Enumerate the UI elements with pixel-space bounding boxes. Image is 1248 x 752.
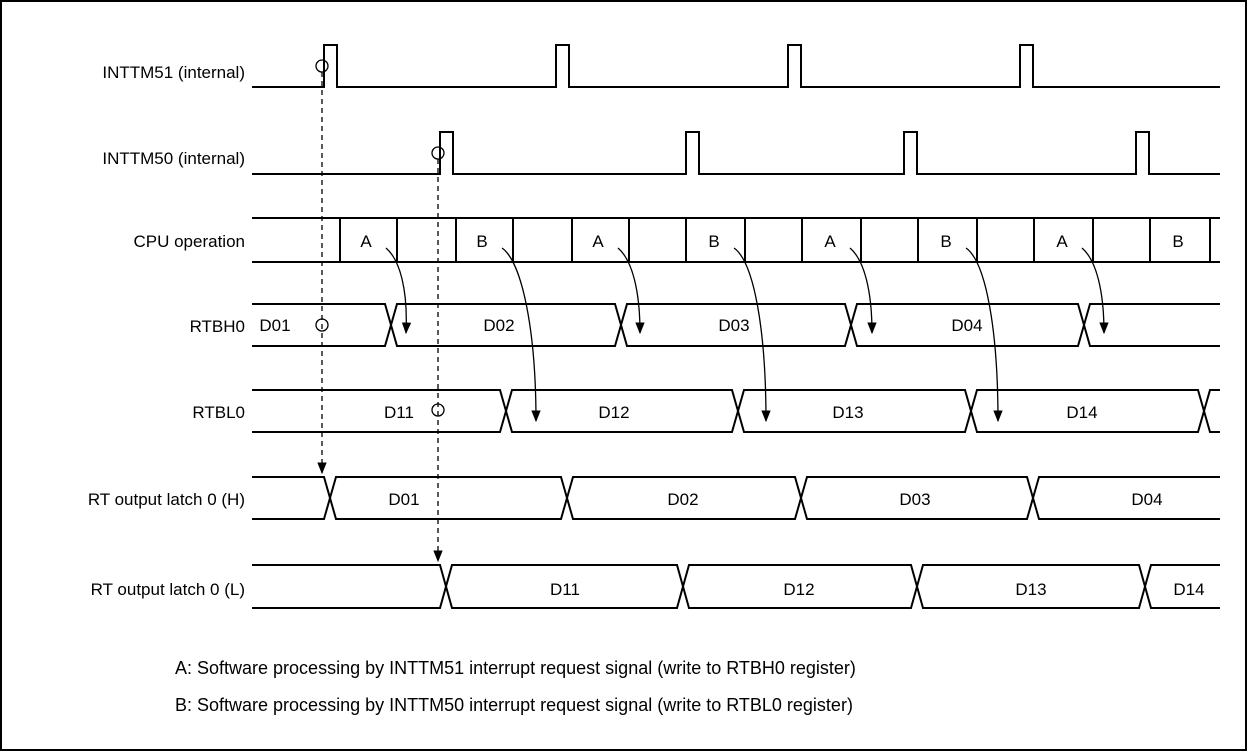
signal-label-cpu: CPU operation bbox=[133, 232, 245, 251]
write-arrow-a2 bbox=[617, 247, 645, 335]
cpu-op-1: A bbox=[360, 232, 372, 251]
write-arrow-a1 bbox=[385, 247, 412, 335]
rtbh0-value-4: D04 bbox=[951, 316, 982, 335]
latch-l-value-2: D12 bbox=[783, 580, 814, 599]
rtbh0-value-3: D03 bbox=[718, 316, 749, 335]
latch-h-value-3: D03 bbox=[899, 490, 930, 509]
latch-h-bus-bottom bbox=[252, 476, 1220, 520]
cpu-operation-row bbox=[252, 217, 1220, 263]
cpu-op-6: B bbox=[940, 232, 951, 251]
write-arrow-b3 bbox=[965, 247, 1003, 423]
latch-l-value-1: D11 bbox=[550, 580, 580, 599]
latch-h-value-1: D01 bbox=[388, 490, 419, 509]
write-arrow-a4 bbox=[1081, 247, 1109, 335]
intm50-marker bbox=[431, 146, 445, 160]
legend-a: A: Software processing by INTTM51 interr… bbox=[175, 658, 856, 678]
rtbh0-value-2: D02 bbox=[483, 316, 514, 335]
signal-label-latch-l: RT output latch 0 (L) bbox=[91, 580, 245, 599]
rtbh0-bus-bottom bbox=[252, 303, 1220, 347]
cpu-op-4: B bbox=[708, 232, 719, 251]
legend-b: B: Software processing by INTTM50 interr… bbox=[175, 695, 853, 715]
cpu-op-8: B bbox=[1172, 232, 1183, 251]
write-arrow-b1 bbox=[501, 247, 541, 423]
rtbl0-value-2: D12 bbox=[598, 403, 629, 422]
cpu-op-5: A bbox=[824, 232, 836, 251]
intm50-waveform bbox=[252, 131, 1220, 175]
rtbl0-value-3: D13 bbox=[832, 403, 863, 422]
write-arrow-a3 bbox=[849, 247, 877, 335]
intm51-marker bbox=[315, 59, 329, 73]
cpu-op-3: A bbox=[592, 232, 604, 251]
latch-h-value-2: D02 bbox=[667, 490, 698, 509]
latch-l-value-4: D14 bbox=[1173, 580, 1204, 599]
signal-label-rtbl0: RTBL0 bbox=[192, 403, 245, 422]
signal-label-intm51: INTTM51 (internal) bbox=[102, 63, 245, 82]
latch-l-value-3: D13 bbox=[1015, 580, 1046, 599]
rtbl0-value-4: D14 bbox=[1066, 403, 1097, 422]
cpu-op-2: B bbox=[476, 232, 487, 251]
latch-h-value-4: D04 bbox=[1131, 490, 1162, 509]
write-arrow-b2 bbox=[733, 247, 771, 423]
cpu-op-7: A bbox=[1056, 232, 1068, 251]
latch-l-bus-top bbox=[252, 564, 1220, 609]
rtbl0-value-1: D11 bbox=[384, 403, 414, 422]
signal-label-intm50: INTTM50 (internal) bbox=[102, 149, 245, 168]
rtbh0-value-1: D01 bbox=[259, 316, 290, 335]
write-arrows bbox=[385, 247, 1109, 423]
signal-label-latch-h: RT output latch 0 (H) bbox=[88, 490, 245, 509]
signal-label-rtbh0: RTBH0 bbox=[190, 317, 245, 336]
intm51-waveform bbox=[252, 44, 1220, 88]
latch-l-bus-bottom bbox=[252, 564, 1220, 609]
rtbl0-bus-bottom bbox=[252, 389, 1220, 433]
